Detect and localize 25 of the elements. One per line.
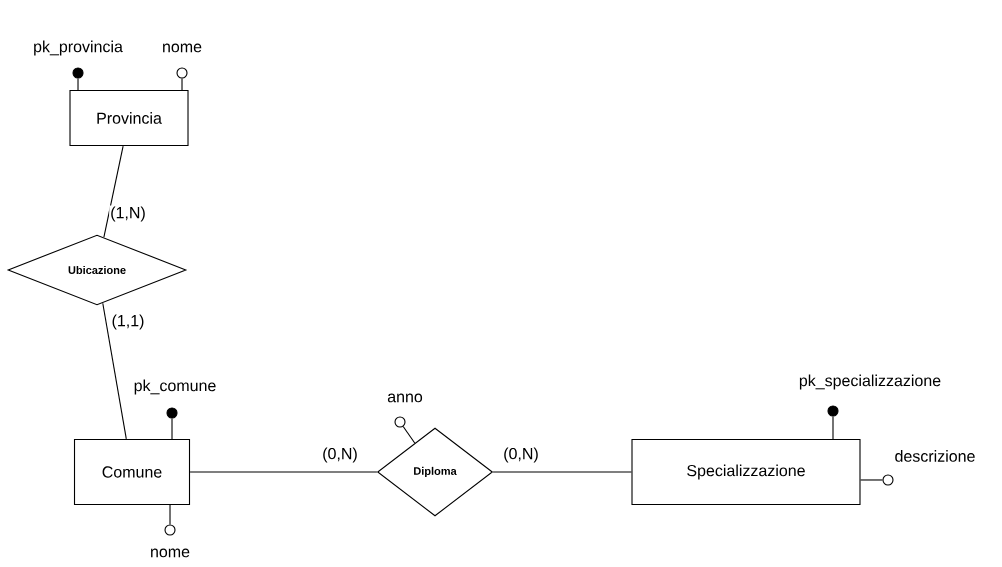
connector-line [492,471,632,473]
entity-box: Provincia [69,89,189,147]
connector-line [103,145,124,238]
entity-box: Specializzazione [631,438,861,506]
connector-line [171,418,173,440]
connector-line [860,479,883,481]
connector-line [189,471,378,473]
attribute-label: descrizione [895,450,975,462]
cardinality-label: (0,N) [321,446,359,464]
attribute-label: anno [387,393,423,403]
connector-line [402,425,416,444]
entity-box: Comune [73,438,191,506]
attribute-label: pk_specializzazione [799,374,941,390]
connector-line [181,78,183,91]
cardinality-label: (0,N) [502,446,540,464]
attribute-label: nome [151,548,190,558]
cardinality-label: (1,1) [110,313,146,331]
connector-line [169,504,171,525]
cardinality-label: (1,N) [109,205,147,223]
attribute-label: pk_provincia [34,40,123,56]
connector-line [77,78,79,91]
attribute-label: pk_comune [134,379,216,395]
connector-line [832,415,834,440]
connector-line [102,302,127,440]
attribute-label: nome [163,43,202,53]
